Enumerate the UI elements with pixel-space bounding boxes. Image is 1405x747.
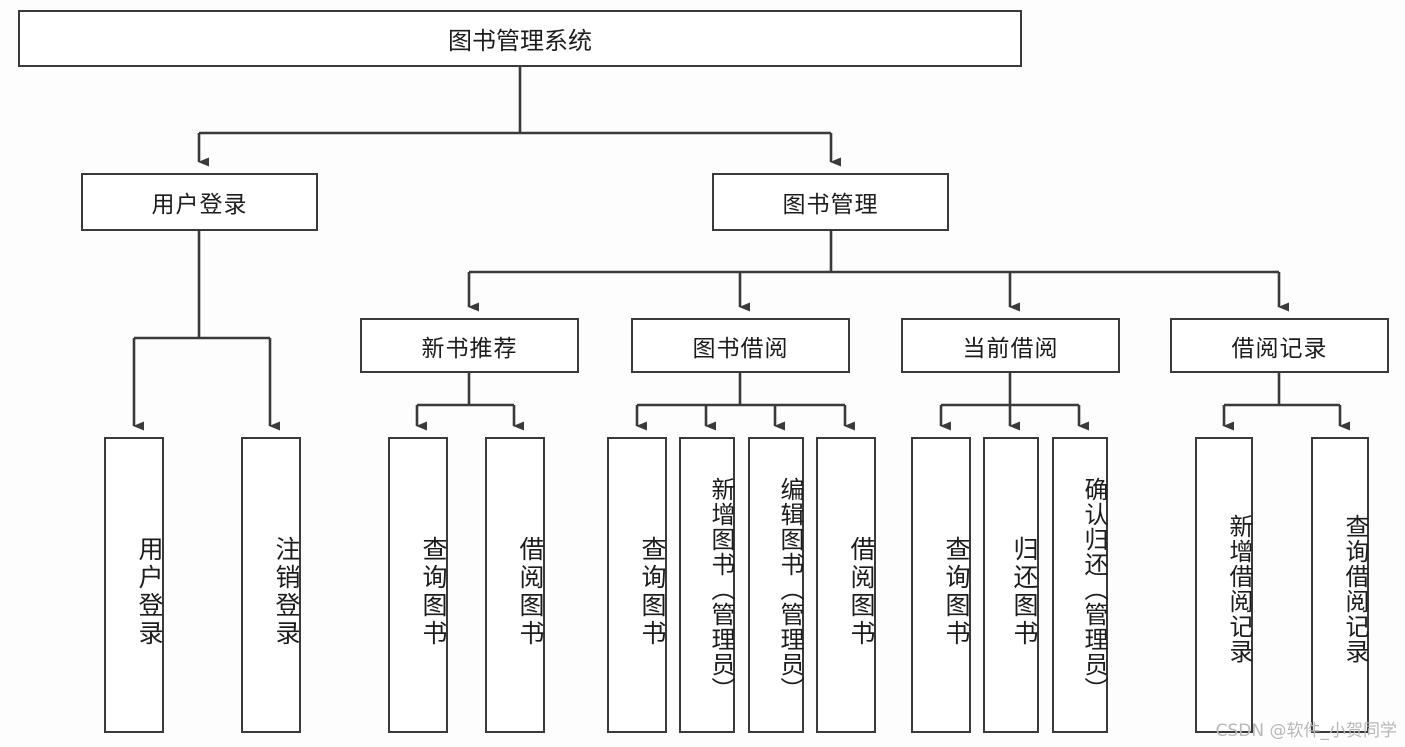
node-leaf-add-record-label: 新增借阅记录 xyxy=(1225,514,1253,664)
node-leaf-query-record[interactable]: 查询借阅记录 xyxy=(1311,437,1369,733)
node-new-book-rec-label: 新书推荐 xyxy=(421,335,518,362)
node-leaf-query-book-1[interactable]: 查询图书 xyxy=(388,437,448,733)
node-leaf-confirm-return[interactable]: 确认归还（管理员） xyxy=(1052,437,1108,733)
node-user-login-label: 用户登录 xyxy=(151,192,248,218)
node-leaf-query-book-1-label: 查询图书 xyxy=(419,536,448,648)
node-leaf-borrow-book-1[interactable]: 借阅图书 xyxy=(485,437,545,733)
node-leaf-return-book-label: 归还图书 xyxy=(1010,536,1039,648)
node-root-label: 图书管理系统 xyxy=(448,27,592,55)
node-leaf-user-login[interactable]: 用户登录 xyxy=(104,437,164,733)
node-borrow-record[interactable]: 借阅记录 xyxy=(1170,318,1389,373)
node-leaf-user-login-label: 用户登录 xyxy=(135,536,164,648)
node-book-manage-label: 图书管理 xyxy=(782,192,879,218)
node-current-borrow-label: 当前借阅 xyxy=(962,335,1059,362)
node-borrow-record-label: 借阅记录 xyxy=(1231,335,1328,362)
node-leaf-borrow-book-2-label: 借阅图书 xyxy=(847,536,876,648)
node-leaf-query-book-3[interactable]: 查询图书 xyxy=(911,437,971,733)
node-leaf-logout[interactable]: 注销登录 xyxy=(241,437,301,733)
node-leaf-edit-book[interactable]: 编辑图书（管理员） xyxy=(748,437,804,733)
node-leaf-query-book-3-label: 查询图书 xyxy=(942,536,971,648)
node-book-borrow[interactable]: 图书借阅 xyxy=(631,318,850,373)
node-leaf-add-record[interactable]: 新增借阅记录 xyxy=(1195,437,1253,733)
node-current-borrow[interactable]: 当前借阅 xyxy=(901,318,1120,373)
node-leaf-add-book-label: 新增图书（管理员） xyxy=(707,476,735,702)
node-leaf-return-book[interactable]: 归还图书 xyxy=(983,437,1039,733)
node-leaf-edit-book-label: 编辑图书（管理员） xyxy=(776,476,804,702)
node-leaf-query-book-2-label: 查询图书 xyxy=(638,536,667,648)
node-leaf-logout-label: 注销登录 xyxy=(272,536,301,648)
node-leaf-add-book[interactable]: 新增图书（管理员） xyxy=(679,437,735,733)
node-leaf-borrow-book-2[interactable]: 借阅图书 xyxy=(816,437,876,733)
node-book-manage[interactable]: 图书管理 xyxy=(712,173,949,231)
node-leaf-borrow-book-1-label: 借阅图书 xyxy=(516,536,545,648)
node-new-book-rec[interactable]: 新书推荐 xyxy=(360,318,579,373)
watermark: CSDN @软件_小贺同学 xyxy=(1215,721,1397,741)
node-leaf-query-book-2[interactable]: 查询图书 xyxy=(607,437,667,733)
node-leaf-confirm-return-label: 确认归还（管理员） xyxy=(1080,476,1108,702)
node-root[interactable]: 图书管理系统 xyxy=(18,10,1022,67)
node-leaf-query-record-label: 查询借阅记录 xyxy=(1341,514,1369,664)
node-book-borrow-label: 图书借阅 xyxy=(692,335,789,362)
node-user-login[interactable]: 用户登录 xyxy=(81,173,318,231)
